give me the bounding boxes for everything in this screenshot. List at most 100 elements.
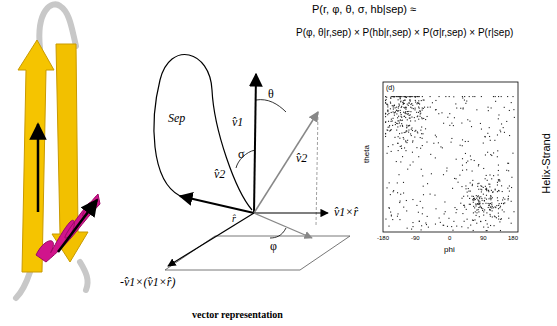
scatter-point	[462, 108, 463, 109]
scatter-point	[478, 165, 479, 166]
scatter-point	[405, 96, 406, 97]
scatter-point	[400, 96, 401, 97]
scatter-point	[391, 96, 392, 97]
scatter-point	[478, 164, 479, 165]
scatter-point	[414, 137, 415, 138]
scatter-point	[392, 96, 393, 97]
scatter-point	[388, 207, 389, 208]
scatter-point	[498, 170, 499, 171]
scatter-point	[400, 194, 401, 195]
scatter-point	[398, 106, 399, 107]
scatter-point	[417, 132, 418, 133]
scatter-point	[400, 101, 401, 102]
scatter-point	[418, 212, 419, 213]
scatter-point	[387, 105, 388, 106]
scatter-point	[464, 100, 465, 101]
scatter-point	[393, 191, 394, 192]
scatter-point	[451, 226, 452, 227]
scatter-point	[486, 175, 487, 176]
plot-frame	[383, 82, 518, 232]
scatter-point	[488, 191, 489, 192]
scatter-point	[454, 178, 455, 179]
scatter-point	[452, 188, 453, 189]
scatter-point	[488, 190, 489, 191]
scatter-point	[435, 109, 436, 110]
scatter-point	[391, 129, 392, 130]
scatter-point	[442, 147, 443, 148]
scatter-point	[411, 135, 412, 136]
scatter-point	[403, 96, 404, 97]
scatter-point	[477, 183, 478, 184]
scatter-point	[405, 107, 406, 108]
scatter-point	[411, 229, 412, 230]
scatter-point	[390, 211, 391, 212]
scatter-point	[467, 161, 468, 162]
scatter-point	[385, 133, 386, 134]
scatter-point	[482, 203, 483, 204]
vector-label: v̂1	[232, 116, 243, 128]
scatter-point	[473, 196, 474, 197]
scatter-point	[430, 194, 431, 195]
scatter-point	[464, 221, 465, 222]
scatter-point	[478, 211, 479, 212]
scatter-point	[495, 216, 496, 217]
scatter-point	[398, 110, 399, 111]
scatter-point	[455, 103, 456, 104]
scatter-point	[406, 131, 407, 132]
scatter-point	[422, 96, 423, 97]
scatter-point	[466, 209, 467, 210]
scatter-point	[397, 111, 398, 112]
scatter-point	[489, 184, 490, 185]
scatter-point	[425, 222, 426, 223]
scatter-point	[478, 202, 479, 203]
scatter-point	[507, 96, 508, 97]
scatter-point	[400, 120, 401, 121]
scatter-point	[426, 141, 427, 142]
scatter-point	[403, 182, 404, 183]
scatter-point	[387, 153, 388, 154]
scatter-point	[467, 119, 468, 120]
scatter-point	[417, 131, 418, 132]
scatter-point	[418, 112, 419, 113]
scatter-point	[460, 203, 461, 204]
scatter-point	[421, 100, 422, 101]
scatter-point	[421, 229, 422, 230]
scatter-point	[486, 189, 487, 190]
scatter-point	[478, 207, 479, 208]
scatter-point	[396, 123, 397, 124]
scatter-point	[386, 187, 387, 188]
scatter-point	[490, 207, 491, 208]
scatter-point	[407, 119, 408, 120]
scatter-point	[402, 156, 403, 157]
scatter-point	[491, 208, 492, 209]
scatter-point	[402, 120, 403, 121]
scatter-point	[409, 96, 410, 97]
scatter-point	[488, 110, 489, 111]
scatter-point	[490, 203, 491, 204]
scatter-point	[472, 96, 473, 97]
scatter-point	[400, 119, 401, 120]
scatter-point	[483, 187, 484, 188]
scatter-point	[418, 103, 419, 104]
scatter-point	[436, 109, 437, 110]
scatter-point	[476, 198, 477, 199]
scatter-point	[419, 108, 420, 109]
scatter-point	[475, 211, 476, 212]
scatter-point	[410, 133, 411, 134]
scatter-point	[394, 105, 395, 106]
scatter-point	[391, 215, 392, 216]
scatter-point	[463, 196, 464, 197]
scatter-point	[397, 192, 398, 193]
scatter-point	[405, 96, 406, 97]
scatter-point	[483, 143, 484, 144]
scatter-point	[405, 111, 406, 112]
scatter-point	[489, 174, 490, 175]
scatter-point	[481, 191, 482, 192]
scatter-point	[409, 115, 410, 116]
scatter-point	[486, 230, 487, 231]
scatter-point	[474, 96, 475, 97]
scatter-point	[439, 96, 440, 97]
scatter-point	[412, 105, 413, 106]
scatter-point	[492, 210, 493, 211]
scatter-point	[497, 150, 498, 151]
